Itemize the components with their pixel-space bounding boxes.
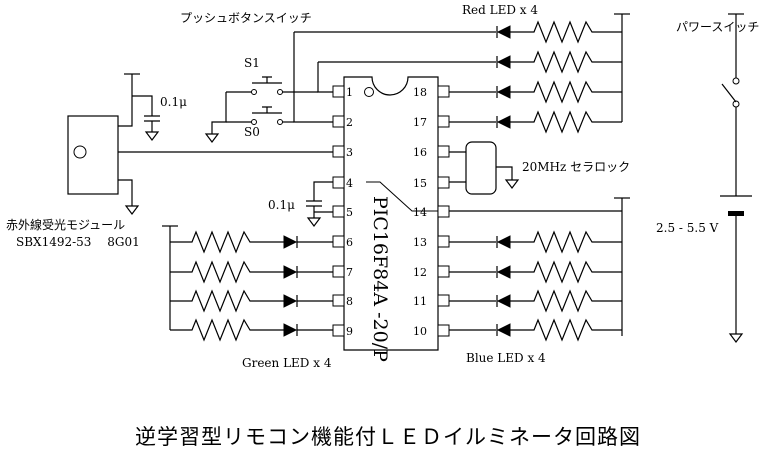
ground-symbol [204, 133, 220, 143]
pin-9: 9 [346, 325, 353, 338]
red-led-diode [496, 55, 511, 69]
cap-bottom-label: 0.1μ [268, 198, 295, 212]
pin-14: 14 [413, 206, 427, 219]
battery-negative [728, 211, 744, 216]
resistor [170, 289, 284, 313]
pin-5: 5 [346, 206, 353, 219]
green-led-array [162, 225, 333, 342]
blue-led-array [449, 197, 630, 342]
blue-led-diode [496, 294, 511, 308]
resistor [510, 289, 622, 313]
right-pins: 18 17 16 15 14 13 12 11 10 [413, 85, 450, 338]
push-switches [204, 76, 318, 143]
blue-led-label: Blue LED x 4 [466, 351, 546, 365]
chip-label: PIC16F84A -20/P [369, 196, 391, 362]
resistor [510, 20, 622, 44]
s0-switch [252, 106, 282, 114]
wire-pin1 [317, 62, 333, 93]
ir-module-body [67, 115, 119, 195]
green-led-diode [283, 235, 298, 249]
pin-1: 1 [346, 86, 353, 99]
pin-12: 12 [413, 266, 427, 279]
wire-pin2 [293, 32, 333, 123]
green-led-diode [283, 265, 298, 279]
pin4-cap [306, 181, 333, 227]
ceramic-resonator [449, 141, 520, 195]
s0-label: S0 [244, 125, 260, 139]
red-led-diode [496, 115, 511, 129]
ir-module-part-label: SBX1492-53 8G01 [16, 235, 140, 249]
push-switch-label: プッシュボタンスイッチ [180, 11, 312, 25]
ground-symbol [124, 205, 140, 215]
ground-symbol [728, 333, 744, 343]
resistor [510, 110, 622, 134]
pin-13: 13 [413, 236, 427, 249]
pin-10: 10 [413, 325, 427, 338]
power-supply [720, 13, 752, 343]
resistor [510, 318, 622, 342]
resistor [170, 318, 284, 342]
green-led-diode [283, 294, 298, 308]
s1-label: S1 [244, 56, 260, 70]
pin-15: 15 [413, 177, 427, 190]
red-led-label: Red LED x 4 [462, 3, 538, 17]
pin-16: 16 [413, 146, 427, 159]
left-pins: 1 2 3 4 5 6 7 8 9 [332, 85, 353, 338]
blue-led-diode [496, 235, 511, 249]
green-led-diode [283, 323, 298, 337]
pin-17: 17 [413, 116, 427, 129]
pin1-marker [364, 87, 374, 97]
power-switch-label: パワースイッチ [676, 20, 759, 34]
ground-symbol [504, 179, 520, 189]
resistor [510, 260, 622, 284]
resistor [170, 230, 284, 254]
red-led-array [294, 13, 630, 134]
pin-2: 2 [346, 116, 353, 129]
resistor [510, 80, 622, 104]
s1-switch [252, 76, 282, 84]
pin-7: 7 [346, 266, 353, 279]
green-led-label: Green LED x 4 [242, 356, 332, 370]
pic-chip: PIC16F84A -20/P [343, 76, 439, 362]
pin-11: 11 [413, 295, 427, 308]
blue-led-diode [496, 265, 511, 279]
red-led-diode [496, 25, 511, 39]
pin-3: 3 [346, 146, 353, 159]
ground-symbol [306, 217, 322, 227]
red-led-diode [496, 85, 511, 99]
resistor [170, 260, 284, 284]
blue-led-diode [496, 323, 511, 337]
ir-module-label: 赤外線受光モジュール [6, 217, 125, 232]
resistor [510, 230, 622, 254]
capacitor [144, 115, 160, 122]
resistor [510, 50, 622, 74]
ir-receiver [67, 73, 333, 215]
resonator-label: 20MHz セラロック [522, 160, 630, 174]
cap-top-label: 0.1μ [160, 95, 187, 109]
voltage-label: 2.5 - 5.5 V [656, 221, 719, 235]
pin-6: 6 [346, 236, 353, 249]
diagram-title: 逆学習型リモコン機能付ＬＥＤイルミネータ回路図 [135, 425, 641, 449]
pin-18: 18 [413, 86, 427, 99]
capacitor [306, 200, 322, 207]
pin4-pin14-link [366, 181, 438, 212]
ir-lens-icon [73, 145, 87, 159]
pin-4: 4 [346, 177, 353, 190]
pin-8: 8 [346, 295, 353, 308]
resonator-body [465, 141, 497, 195]
ground-symbol [144, 131, 160, 141]
power-switch [721, 83, 737, 103]
